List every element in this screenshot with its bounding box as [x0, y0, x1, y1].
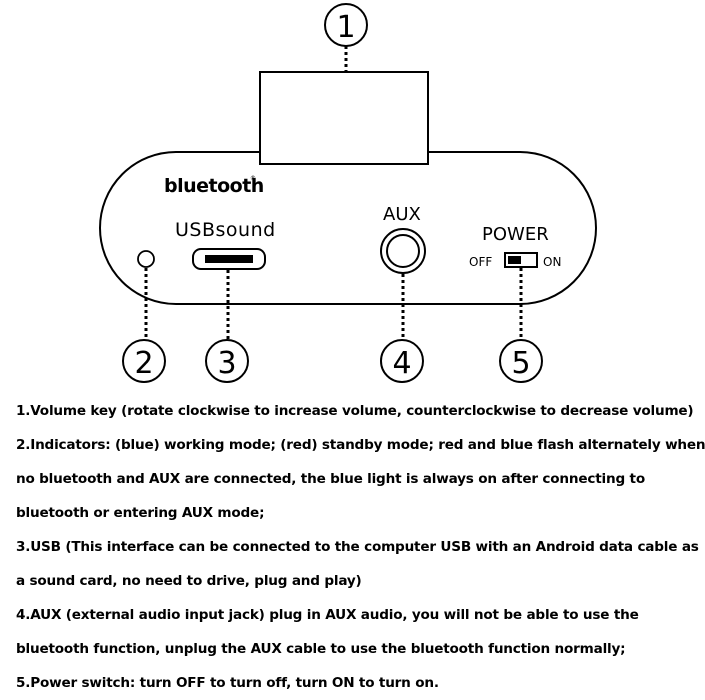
note-line: 2.Indicators: (blue) working mode; (red)…	[16, 437, 705, 453]
device-diagram: bluetooth ® USBsound AUX POWER OFF ON 1 …	[99, 3, 597, 383]
power-switch-knob	[508, 256, 521, 264]
note-line: bluetooth function, unplug the AUX cable…	[16, 641, 626, 657]
svg-text:1: 1	[336, 10, 355, 45]
volume-key	[259, 71, 429, 165]
svg-text:®: ®	[250, 175, 256, 182]
callout-1: 1	[324, 3, 368, 47]
note-line: 5.Power switch: turn OFF to turn off, tu…	[16, 675, 439, 691]
svg-text:3: 3	[217, 346, 236, 381]
svg-text:2: 2	[134, 346, 153, 381]
feature-notes: 1.Volume key (rotate clockwise to increa…	[16, 394, 705, 700]
callout-3: 3	[205, 339, 249, 383]
note-line: 4.AUX (external audio input jack) plug i…	[16, 607, 639, 623]
aux-label: AUX	[383, 204, 421, 225]
note-line: 1.Volume key (rotate clockwise to increa…	[16, 403, 694, 419]
callout-5: 5	[499, 339, 543, 383]
svg-text:4: 4	[392, 346, 411, 381]
power-label: POWER	[482, 224, 549, 245]
callout-4: 4	[380, 339, 424, 383]
switch-on-label: ON	[543, 255, 561, 269]
brand-logo: bluetooth	[164, 175, 264, 197]
note-line: bluetooth or entering AUX mode;	[16, 505, 265, 521]
usb-label: USBsound	[175, 219, 276, 241]
note-line: 3.USB (This interface can be connected t…	[16, 539, 699, 555]
note-line: no bluetooth and AUX are connected, the …	[16, 471, 645, 487]
callout-2: 2	[122, 339, 166, 383]
note-line: a sound card, no need to drive, plug and…	[16, 573, 362, 589]
indicator-led	[137, 250, 155, 268]
switch-off-label: OFF	[469, 255, 492, 269]
svg-text:5: 5	[511, 346, 530, 381]
